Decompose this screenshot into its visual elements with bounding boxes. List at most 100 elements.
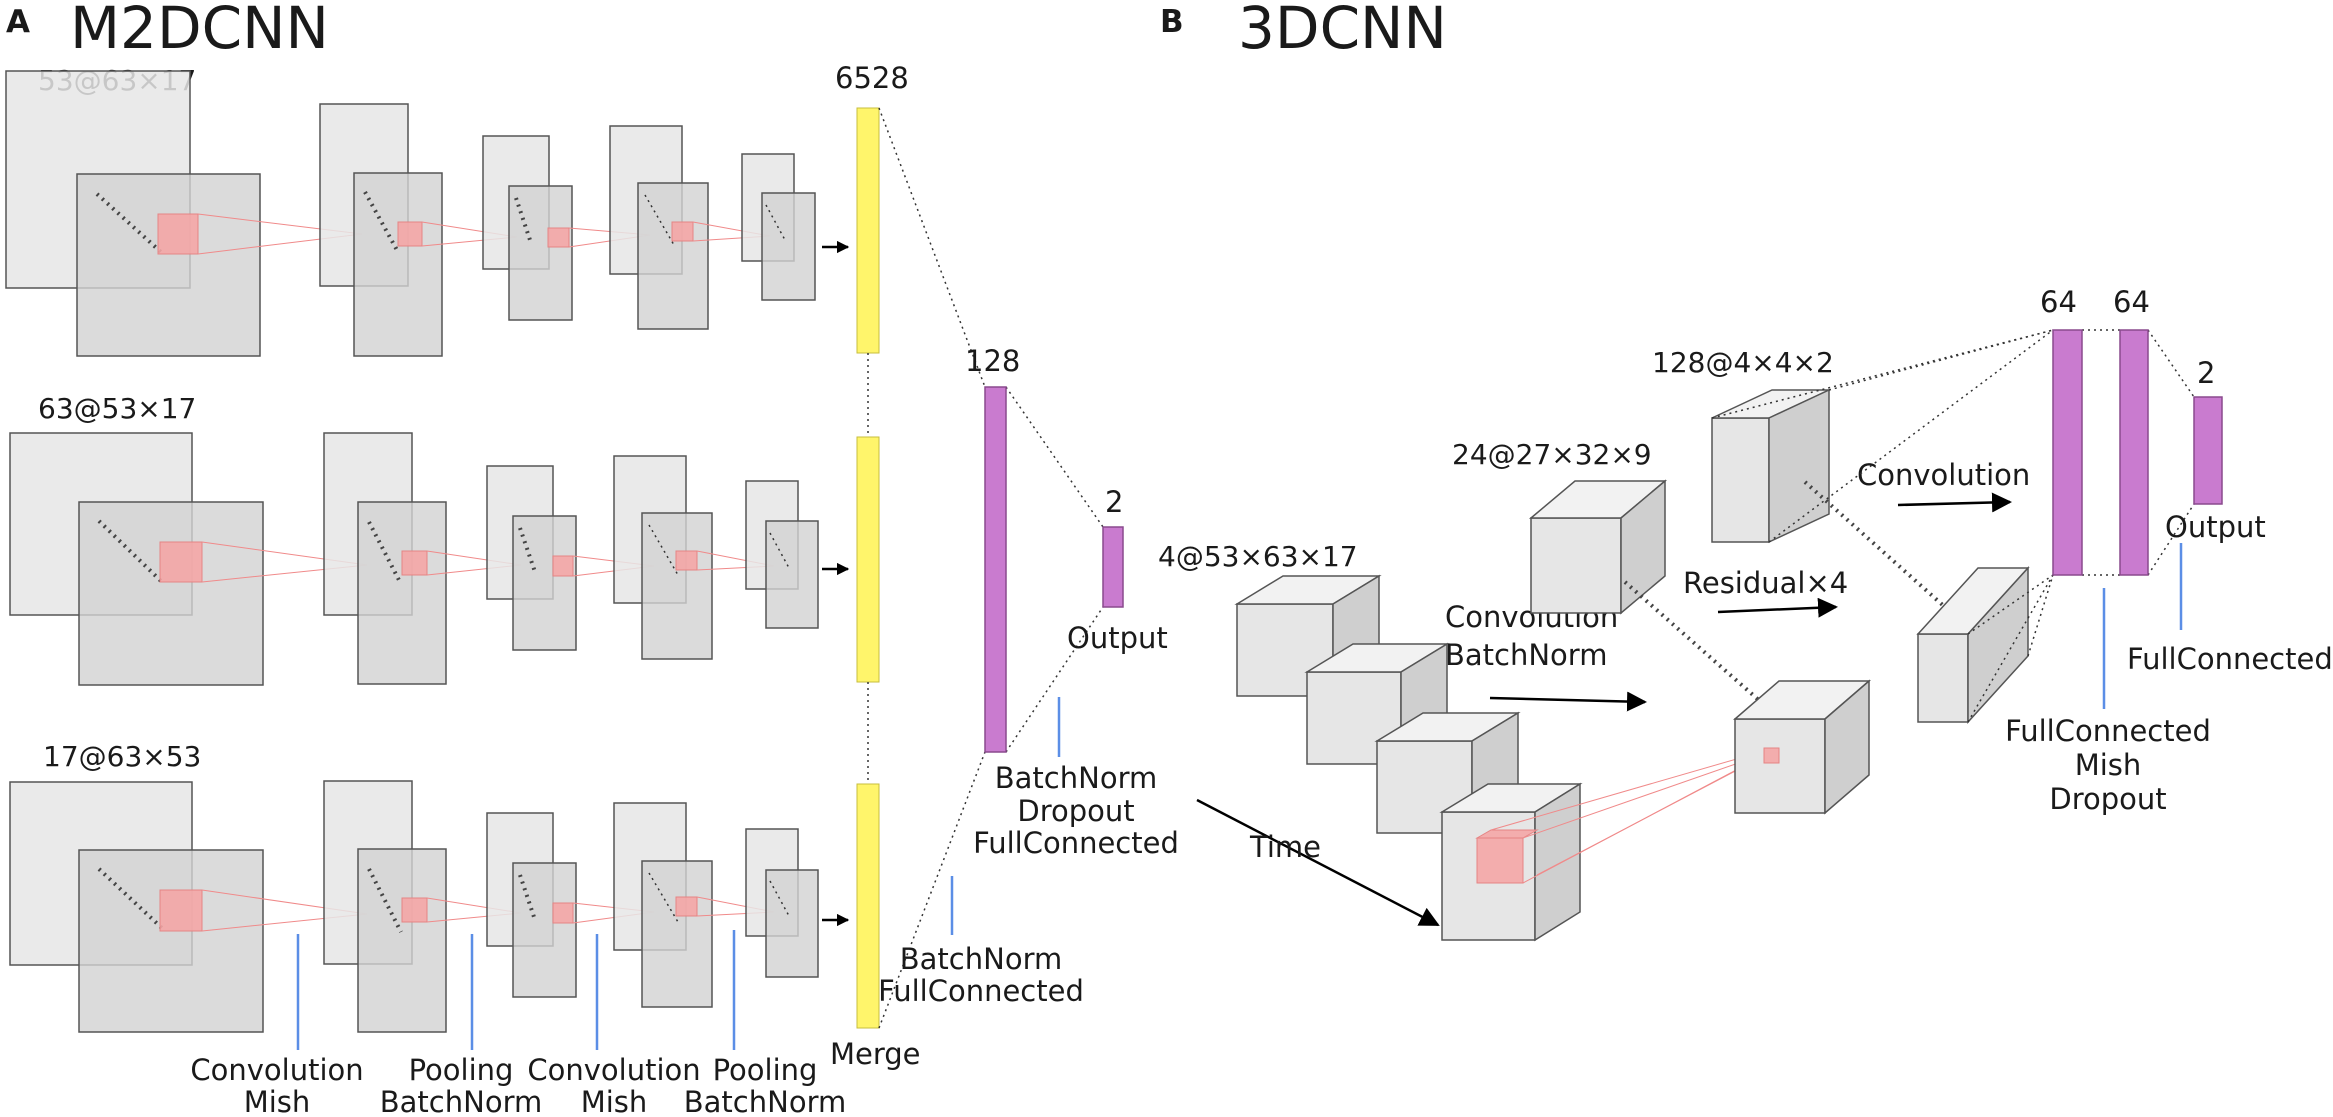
deep-cube bbox=[1711, 388, 1830, 544]
kernel-window bbox=[157, 213, 199, 255]
dotted-stack bbox=[1623, 580, 1772, 712]
layer-label-line: Mish bbox=[581, 1085, 648, 1117]
dotted-stack bbox=[518, 527, 537, 573]
conv2-arrow bbox=[1897, 492, 2012, 513]
kernel-window bbox=[401, 550, 428, 576]
fc2-vector bbox=[2119, 329, 2149, 576]
feature-map bbox=[353, 172, 443, 357]
output-size: 2 bbox=[1105, 485, 1123, 519]
branch-2-dims: 63@53×17 bbox=[38, 392, 196, 425]
kernel-window bbox=[1763, 747, 1780, 764]
fc-connector bbox=[2027, 574, 2054, 657]
feature-map bbox=[76, 173, 261, 357]
layer-label-line: Mish bbox=[244, 1085, 311, 1117]
dotted-stack bbox=[518, 874, 537, 921]
panel-b-title: 3DCNN bbox=[1238, 0, 1447, 62]
fc-label: FullConnected bbox=[2127, 642, 2333, 676]
fc1-size: 64 bbox=[2040, 285, 2077, 319]
kernel-window bbox=[675, 896, 698, 917]
feature-map bbox=[512, 515, 577, 651]
dotted-stack bbox=[363, 191, 400, 253]
fc1-vector bbox=[2052, 329, 2083, 576]
dense-connector bbox=[1005, 386, 1104, 528]
kernel-window bbox=[552, 555, 574, 577]
output-vector bbox=[2193, 396, 2223, 505]
dotted-stack bbox=[95, 192, 164, 255]
deep-dims: 128@4×4×2 bbox=[1652, 346, 1834, 379]
fc-connector bbox=[1768, 329, 2054, 543]
merge-fc-label-line: FullConnected bbox=[878, 974, 1084, 1008]
panel-a-title: M2DCNN bbox=[70, 0, 329, 62]
dotted-stack bbox=[644, 194, 675, 246]
conv2-label: Convolution bbox=[1857, 458, 2030, 492]
feature-map bbox=[641, 860, 713, 1008]
merge-label: Merge bbox=[830, 1037, 921, 1071]
kernel-window bbox=[1476, 837, 1524, 884]
branch-2: 63@53×17 bbox=[9, 392, 880, 686]
kernel-window bbox=[671, 221, 694, 242]
dotted-stack bbox=[514, 197, 533, 244]
dotted-stack bbox=[765, 204, 786, 241]
branch-3-dims: 17@63×53 bbox=[43, 740, 201, 773]
residual-label: Residual×4 bbox=[1683, 566, 1848, 600]
dotted-stack bbox=[367, 868, 403, 933]
conv-label-line: BatchNorm bbox=[1445, 638, 1607, 672]
panel-a-letter: A bbox=[6, 4, 30, 40]
dotted-stack bbox=[648, 524, 679, 576]
merge-size: 6528 bbox=[835, 61, 909, 95]
hidden-fc-label-line: FullConnected bbox=[973, 826, 1179, 860]
feature-map bbox=[357, 501, 447, 685]
panel-a: A M2DCNN 53@63×17 bbox=[5, 0, 1179, 1117]
output-dense-vector bbox=[1102, 526, 1124, 608]
kernel-window bbox=[1475, 829, 1539, 839]
kernel-window bbox=[159, 541, 203, 583]
time-arrow bbox=[1196, 798, 1440, 927]
hidden-fc-label-line: Dropout bbox=[1017, 794, 1134, 828]
feature-map bbox=[357, 848, 447, 1033]
dotted-stack bbox=[769, 880, 790, 917]
output-size: 2 bbox=[2197, 356, 2215, 390]
mid-cube bbox=[1528, 479, 1668, 615]
kernel-window bbox=[159, 889, 203, 932]
dotted-stack bbox=[97, 519, 166, 586]
output-label: Output bbox=[2165, 510, 2266, 544]
feature-map bbox=[765, 869, 819, 978]
mid-dims: 24@27×32×9 bbox=[1452, 438, 1652, 471]
fc-connector bbox=[2147, 503, 2195, 576]
fc-connector bbox=[1967, 574, 2054, 723]
feature-map bbox=[78, 501, 264, 686]
hidden-dense-vector bbox=[984, 386, 1007, 753]
branch-3: 17@63×53 bbox=[9, 740, 880, 1033]
dotted-stack bbox=[1803, 480, 1967, 627]
layer-label-line: Pooling bbox=[409, 1053, 514, 1087]
layer-label-line: Convolution bbox=[527, 1053, 700, 1087]
layer-label-line: Pooling bbox=[713, 1053, 818, 1087]
kernel-window bbox=[552, 902, 574, 924]
layer-label-line: BatchNorm bbox=[684, 1085, 846, 1117]
kernel-window bbox=[675, 550, 698, 571]
kernel-window bbox=[397, 221, 423, 247]
merge-vector-1 bbox=[856, 107, 880, 354]
dense-connector bbox=[878, 751, 986, 1029]
dotted-stack bbox=[97, 867, 166, 932]
conv-arrow bbox=[1489, 691, 1647, 712]
merge-vector-3 bbox=[856, 783, 880, 1029]
merge-vector-2 bbox=[856, 436, 880, 683]
fc-mish-label-line: Dropout bbox=[2049, 782, 2166, 816]
feature-map bbox=[512, 862, 577, 998]
layer-label-line: Convolution bbox=[190, 1053, 363, 1087]
feature-map bbox=[641, 512, 713, 660]
hidden-fc-label-line: BatchNorm bbox=[995, 761, 1157, 795]
fc-mish-label-line: Mish bbox=[2075, 748, 2142, 782]
kernel-window bbox=[547, 227, 570, 248]
hidden-size: 128 bbox=[965, 344, 1020, 378]
feature-map bbox=[637, 182, 709, 330]
fc-mish-label-line: FullConnected bbox=[2005, 714, 2211, 748]
dense-connector bbox=[878, 107, 986, 388]
feature-map bbox=[761, 192, 816, 301]
fc-connector bbox=[2147, 329, 2195, 398]
feature-map bbox=[765, 520, 819, 629]
dotted-stack bbox=[769, 532, 790, 569]
merge-fc-label-line: BatchNorm bbox=[900, 942, 1062, 976]
